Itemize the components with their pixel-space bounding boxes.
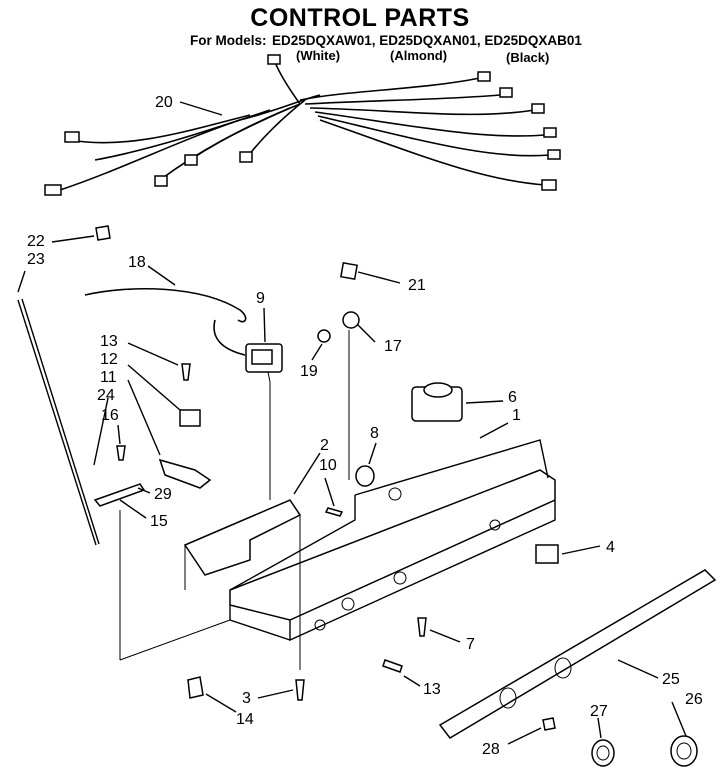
callout-18: 18: [128, 254, 146, 271]
callout-23: 23: [27, 251, 45, 268]
callout-25: 25: [662, 671, 680, 688]
models-list: ED25DQXAW01, ED25DQXAN01, ED25DQXAB01: [272, 33, 582, 48]
callout-13-lower: 13: [423, 681, 441, 698]
callout-20: 20: [155, 94, 173, 111]
screw-part-16: [116, 445, 126, 461]
models-prefix: For Models:: [190, 33, 267, 48]
callout-26: 26: [685, 691, 703, 708]
variant-almond: (Almond): [390, 48, 448, 63]
callout-19: 19: [300, 363, 318, 380]
capillary-tube-18: [84, 287, 247, 323]
bracket-part-2: [183, 499, 302, 576]
callout-2: 2: [320, 437, 329, 454]
plate-part-21: [340, 262, 358, 280]
callout-29: 29: [154, 486, 172, 503]
control-housing-part-1: [229, 439, 556, 642]
wire-harness: [44, 54, 561, 196]
callout-27: 27: [590, 703, 608, 720]
socket-part-17: [317, 311, 360, 343]
rod-part-23: [17, 299, 97, 546]
callout-14: 14: [236, 711, 254, 728]
callout-9: 9: [256, 290, 265, 307]
clip-part-22: [95, 225, 111, 241]
callout-6: 6: [508, 389, 517, 406]
callout-4: 4: [606, 539, 615, 556]
screw-part-10: [324, 507, 344, 517]
callout-15: 15: [150, 513, 168, 530]
switch-part-9: [245, 343, 283, 383]
screw-part-7: [417, 617, 427, 637]
knob-part-8: [355, 465, 375, 487]
callout-21: 21: [408, 277, 426, 294]
callout-8: 8: [370, 425, 379, 442]
callout-22: 22: [27, 233, 45, 250]
callout-1: 1: [512, 407, 521, 424]
callout-17: 17: [384, 338, 402, 355]
callout-24: 24: [97, 387, 115, 404]
switch-part-4: [535, 544, 559, 564]
variant-black: (Black): [506, 50, 550, 65]
callout-16: 16: [101, 407, 119, 424]
screw-part-3: [295, 679, 305, 701]
lever-part-15: [93, 483, 146, 507]
timer-part-6: [411, 382, 463, 422]
thermostat-part-11: [158, 409, 212, 489]
knob-part-26: [670, 735, 698, 767]
callout-10: 10: [319, 457, 337, 474]
callout-12: 12: [100, 351, 118, 368]
callout-7: 7: [466, 636, 475, 653]
callout-28: 28: [482, 741, 500, 758]
control-panel-part-25: [438, 569, 717, 739]
screw-part-13-upper: [181, 363, 191, 381]
variant-white: (White): [296, 48, 341, 63]
clip-part-14: [187, 676, 204, 699]
screw-part-13: [382, 659, 403, 673]
callout-11: 11: [100, 369, 117, 386]
lens-part-28: [542, 717, 556, 731]
knob-part-27: [591, 739, 615, 767]
callout-3: 3: [242, 690, 251, 707]
page-title: CONTROL PARTS: [250, 4, 470, 32]
callout-13-upper: 13: [100, 333, 118, 350]
